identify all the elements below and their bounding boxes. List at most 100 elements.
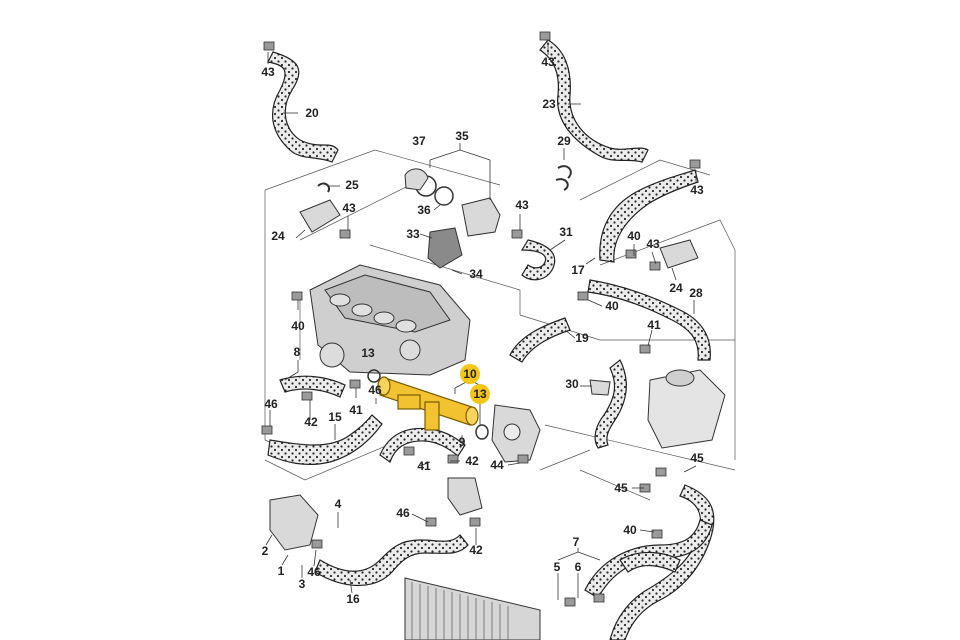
callout-number: 46 bbox=[307, 565, 321, 579]
callout-15: 15 bbox=[328, 410, 342, 424]
callout-1: 1 bbox=[278, 564, 285, 578]
callout-number: 17 bbox=[571, 263, 585, 277]
callout-9: 9 bbox=[459, 435, 466, 449]
hose-31 bbox=[520, 239, 556, 281]
pump-35 bbox=[461, 197, 501, 237]
callout-43: 43 bbox=[541, 55, 555, 69]
callout-42: 42 bbox=[469, 543, 483, 557]
callout-number: 37 bbox=[412, 134, 426, 148]
callout-number: 1 bbox=[278, 564, 285, 578]
callout-number: 31 bbox=[559, 225, 573, 239]
callout-43: 43 bbox=[690, 183, 704, 197]
callout-8: 8 bbox=[294, 345, 301, 359]
callout-4: 4 bbox=[335, 497, 342, 511]
hose-clamps bbox=[261, 31, 701, 607]
callout-number: 42 bbox=[304, 415, 318, 429]
callout-number: 10 bbox=[463, 367, 477, 381]
valve-37 bbox=[404, 168, 429, 191]
callout-42: 42 bbox=[465, 454, 479, 468]
callout-37: 37 bbox=[412, 134, 426, 148]
callout-number: 45 bbox=[690, 451, 704, 465]
hose-15 bbox=[267, 414, 383, 466]
callout-33: 33 bbox=[406, 227, 420, 241]
callout-number: 28 bbox=[689, 286, 703, 300]
callout-46: 46 bbox=[307, 565, 321, 579]
callout-6: 6 bbox=[575, 560, 582, 574]
hose-5 bbox=[619, 551, 681, 573]
callout-number: 41 bbox=[417, 459, 431, 473]
callout-43: 43 bbox=[261, 65, 275, 79]
callout-43: 43 bbox=[646, 237, 660, 251]
engine-block bbox=[309, 264, 471, 376]
callout-number: 46 bbox=[396, 506, 410, 520]
reservoir bbox=[647, 369, 726, 449]
callout-number: 2 bbox=[262, 544, 269, 558]
callout-34: 34 bbox=[469, 267, 483, 281]
callout-number: 43 bbox=[646, 237, 660, 251]
callout-number: 3 bbox=[299, 577, 306, 591]
clip-25 bbox=[317, 182, 330, 193]
callout-number: 35 bbox=[455, 129, 469, 143]
callout-41: 41 bbox=[349, 403, 363, 417]
callout-number: 40 bbox=[291, 319, 305, 333]
hose-17 bbox=[599, 169, 699, 263]
hose-41-right bbox=[594, 359, 627, 449]
callout-number: 41 bbox=[349, 403, 363, 417]
callout-number: 36 bbox=[417, 203, 431, 217]
callout-46: 46 bbox=[368, 383, 382, 397]
callout-number: 29 bbox=[557, 134, 571, 148]
callout-number: 40 bbox=[623, 523, 637, 537]
callout-44: 44 bbox=[490, 458, 504, 472]
callout-23: 23 bbox=[542, 97, 556, 111]
callout-number: 34 bbox=[469, 267, 483, 281]
callout-45: 45 bbox=[614, 481, 628, 495]
callout-number: 25 bbox=[345, 178, 359, 192]
callout-number: 13 bbox=[361, 346, 375, 360]
callout-13-highlighted: 13 bbox=[470, 384, 490, 404]
hose-28 bbox=[587, 279, 711, 361]
callout-number: 45 bbox=[614, 481, 628, 495]
callout-number: 24 bbox=[669, 281, 683, 295]
bracket-33 bbox=[427, 227, 463, 269]
callout-number: 7 bbox=[573, 535, 580, 549]
callout-number: 23 bbox=[542, 97, 556, 111]
callout-number: 40 bbox=[627, 229, 641, 243]
callout-43: 43 bbox=[342, 201, 356, 215]
callout-number: 20 bbox=[305, 106, 319, 120]
callout-20: 20 bbox=[305, 106, 319, 120]
callout-3: 3 bbox=[299, 577, 306, 591]
callout-number: 42 bbox=[465, 454, 479, 468]
callout-number: 41 bbox=[647, 318, 661, 332]
hoses bbox=[267, 39, 715, 640]
callout-40: 40 bbox=[623, 523, 637, 537]
radiator bbox=[404, 577, 541, 640]
callout-42: 42 bbox=[304, 415, 318, 429]
callout-number: 4 bbox=[335, 497, 342, 511]
hose-8 bbox=[279, 375, 346, 398]
callout-41: 41 bbox=[647, 318, 661, 332]
callout-number: 15 bbox=[328, 410, 342, 424]
callout-31: 31 bbox=[559, 225, 573, 239]
clip-29 bbox=[555, 165, 572, 191]
valve-24a bbox=[299, 199, 341, 233]
callout-40: 40 bbox=[291, 319, 305, 333]
callout-17: 17 bbox=[571, 263, 585, 277]
callout-40: 40 bbox=[605, 299, 619, 313]
callout-number: 43 bbox=[342, 201, 356, 215]
callout-29: 29 bbox=[557, 134, 571, 148]
hose-23 bbox=[539, 39, 649, 163]
callout-number: 43 bbox=[690, 183, 704, 197]
callout-7: 7 bbox=[573, 535, 580, 549]
callout-highlight-badge bbox=[460, 364, 480, 384]
callout-number: 19 bbox=[575, 331, 589, 345]
perspective-guide-lines bbox=[264, 149, 736, 501]
callout-46: 46 bbox=[264, 397, 278, 411]
leader-lines bbox=[265, 42, 697, 600]
callout-16: 16 bbox=[346, 592, 360, 606]
callout-24: 24 bbox=[271, 229, 285, 243]
callout-number: 46 bbox=[368, 383, 382, 397]
callout-30: 30 bbox=[565, 377, 579, 391]
sensor-30 bbox=[589, 379, 611, 396]
